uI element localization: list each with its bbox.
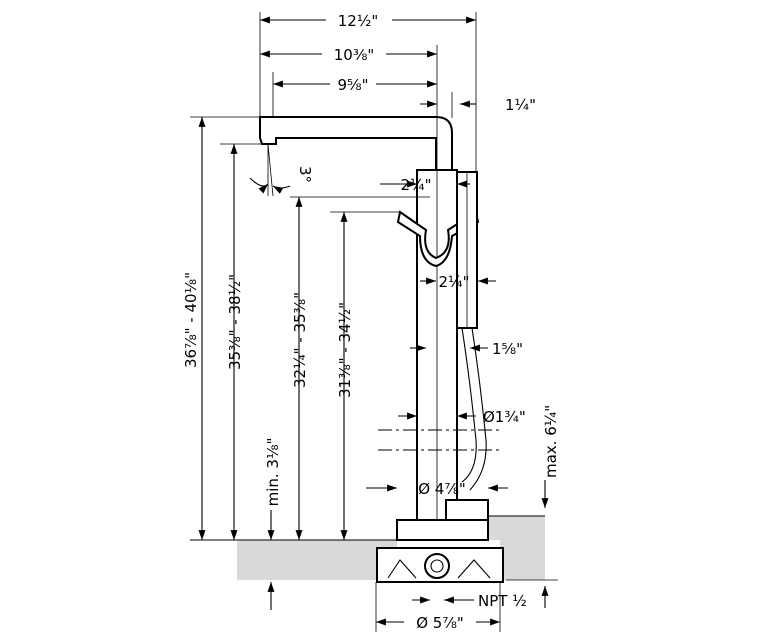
handle-dimensions: 2¼" 2¼" 1⅝" Ø1¾" bbox=[380, 176, 526, 426]
dim-1-5-8-label: 1⅝" bbox=[492, 340, 523, 358]
dim-10-label: 10⅜" bbox=[334, 46, 375, 64]
dim-36-label: 36⅞" - 40⅛" bbox=[182, 272, 200, 368]
angle-arc-l bbox=[249, 177, 269, 194]
dim-35-label: 35⅜" - 38½" bbox=[226, 274, 244, 370]
hose bbox=[461, 327, 477, 483]
base-dimensions: Ø 4⅞" max. 6¼" NPT ½ Ø 5⅞" bbox=[366, 405, 560, 632]
angle-dimension: 3° bbox=[249, 143, 314, 197]
rough-in-outlet bbox=[424, 553, 450, 579]
faucet bbox=[259, 116, 504, 583]
angle-tilt-line bbox=[267, 143, 274, 197]
dim-1-1-4-label: 1¼" bbox=[505, 96, 536, 114]
angle-label: 3° bbox=[296, 166, 314, 183]
dim-32-label: 32¼" - 35⅜" bbox=[291, 292, 309, 388]
dim-2-1-4-mid-label: 2¼" bbox=[439, 273, 470, 291]
dim-2-1-4-top-label: 2¼" bbox=[401, 176, 432, 194]
spout bbox=[259, 116, 453, 171]
floor-fill-left bbox=[237, 540, 397, 580]
vertical-dimensions: 36⅞" - 40⅛" 35⅜" - 38½" 32¼" - 35⅜" 31⅜"… bbox=[182, 116, 430, 610]
dim-12-label: 12½" bbox=[338, 12, 379, 30]
rough-in-outlet-inner bbox=[430, 559, 444, 573]
dim-31-label: 31⅜" - 34½" bbox=[336, 302, 354, 398]
dim-4-7-8-label: Ø 4⅞" bbox=[418, 480, 466, 498]
top-dimensions: 12½" 10⅜" 9⅝" 1¼" bbox=[259, 12, 536, 172]
angle-arc-r bbox=[272, 185, 291, 194]
dim-max-label: max. 6¼" bbox=[542, 405, 560, 478]
rough-in-detail bbox=[387, 559, 491, 579]
dim-npt-label: NPT ½ bbox=[478, 592, 527, 610]
dim-9-label: 9⅝" bbox=[338, 76, 369, 94]
base-step bbox=[445, 499, 489, 521]
dim-min-label: min. 3⅛" bbox=[264, 438, 282, 507]
dim-1-3-4-label: Ø1¾" bbox=[483, 408, 526, 426]
base-flange bbox=[396, 519, 489, 541]
dim-5-7-8-label: Ø 5⅞" bbox=[416, 614, 464, 632]
hose-outer bbox=[469, 327, 487, 491]
